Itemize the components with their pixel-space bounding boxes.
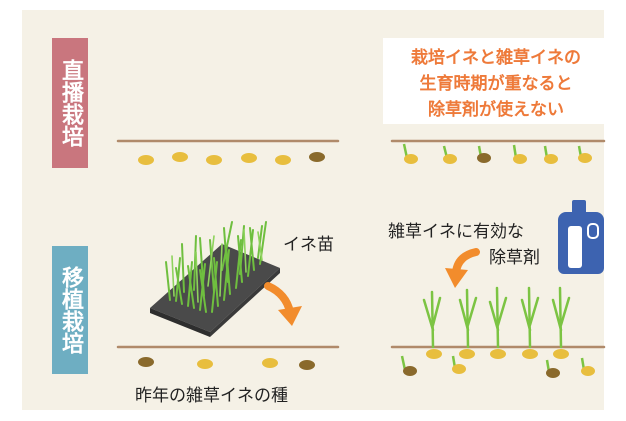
- herbicide-label-line-2: 除草剤: [489, 248, 540, 268]
- warning-line-3: 除草剤が使えない: [428, 100, 564, 120]
- warning-line-1: 栽培イネと雑草イネの: [411, 48, 581, 68]
- seed: [197, 359, 213, 369]
- transplanted-seedlings: [422, 286, 571, 349]
- seed: [309, 152, 325, 162]
- seed: [275, 155, 291, 165]
- herbicide-arrow-icon: [452, 248, 480, 276]
- down-arrow-icon: [264, 282, 294, 316]
- sprout-row-direct-right: [402, 143, 592, 164]
- seed: [299, 360, 315, 370]
- herbicide-label-line-1: 雑草イネに有効な: [388, 222, 524, 242]
- herbicide-arrow-head: [445, 268, 468, 288]
- sprout-row-transplant-right: [400, 349, 595, 378]
- down-arrow-head: [278, 306, 302, 326]
- last-year-seeds-label: 昨年の雑草イネの種: [135, 386, 288, 406]
- seed-row-direct-left: [138, 152, 325, 165]
- seed: [172, 152, 188, 162]
- seed-row-transplant-left: [138, 357, 315, 370]
- herbicide-bottle-icon: [558, 200, 604, 274]
- seed: [138, 357, 154, 367]
- seed: [241, 153, 257, 163]
- warning-box: 栽培イネと雑草イネの 生育時期が重なると 除草剤が使えない: [383, 38, 609, 124]
- warning-line-2: 生育時期が重なると: [419, 74, 573, 94]
- seed: [262, 358, 278, 368]
- seedling-tray-icon: [150, 221, 280, 337]
- transplanting-label: 移植栽培: [52, 246, 88, 374]
- direct-seeding-label: 直播栽培: [52, 38, 88, 168]
- seed: [206, 155, 222, 165]
- seedling-label: イネ苗: [283, 235, 334, 255]
- seed: [138, 155, 154, 165]
